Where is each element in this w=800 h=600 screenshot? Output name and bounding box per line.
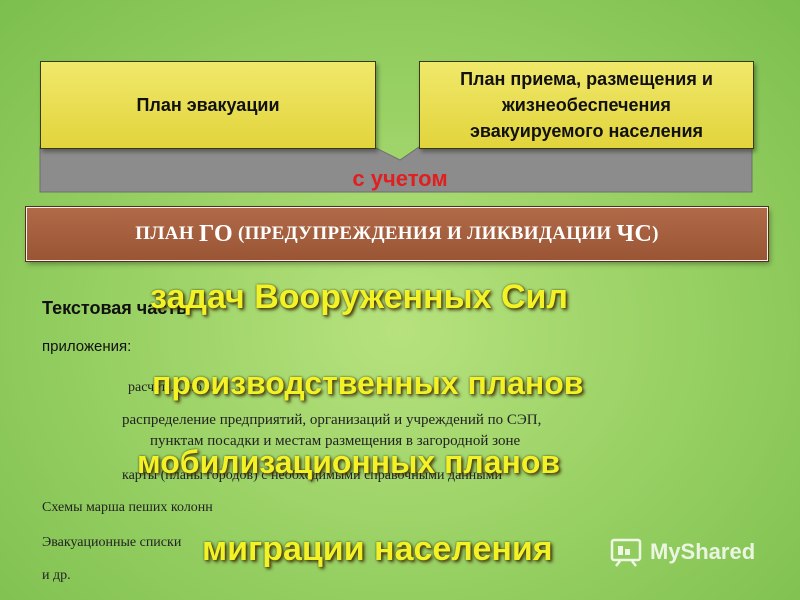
civil-defense-plan-box: ПЛАН ГО (ПРЕДУПРЕЖДЕНИЯ И ЛИКВИДАЦИИ ЧС) (25, 206, 769, 262)
text-part-label: Текстовая часть (42, 298, 188, 318)
slides-icon (610, 538, 642, 567)
watermark-text: MyShared (650, 539, 756, 564)
etc-line: и др. (42, 568, 71, 583)
overlay-production-plans: производственных планов (152, 365, 584, 401)
overlay-population-migration: миграции населения (202, 530, 553, 568)
reception-plan-line-1: План приема, размещения и (460, 69, 713, 89)
appendix-partial-line: расчет … по … с … (128, 380, 247, 395)
watermark: MyShared (610, 537, 755, 567)
cs-abbr: ЧС (616, 220, 653, 247)
reception-plan-box: План приема, размещения и жизнеобеспечен… (419, 61, 754, 149)
evacuation-plan-box: План эвакуации (40, 61, 376, 149)
evacuation-lists-line: Эвакуационные списки (42, 535, 182, 550)
plan-subtitle: (ПРЕДУПРЕЖДЕНИЯ И ЛИКВИДАЦИИ (237, 223, 612, 244)
appendices-label: приложения: (42, 338, 132, 355)
march-schemes-line: Схемы марша пеших колонн (42, 500, 213, 515)
go-abbr: ГО (198, 220, 233, 247)
plan-word: ПЛАН (135, 223, 194, 244)
with-account-label: с учетом (352, 166, 448, 191)
distribution-line-1: распределение предприятий, организаций и… (122, 412, 542, 428)
reception-plan-line-3: эвакуируемого населения (469, 121, 704, 141)
overlay-armed-forces: задач Вооруженных Сил (150, 278, 569, 316)
maps-line: карты (планы городов) с необходимыми спр… (122, 468, 503, 483)
evacuation-plan-label: План эвакуации (136, 94, 280, 115)
plan-close-paren: ) (652, 223, 659, 244)
overlay-mobilization-plans: мобилизационных планов (137, 444, 561, 480)
distribution-line-2: пунктам посадки и местам размещения в за… (150, 433, 521, 449)
reception-plan-line-2: жизнеобеспечения (502, 95, 671, 115)
